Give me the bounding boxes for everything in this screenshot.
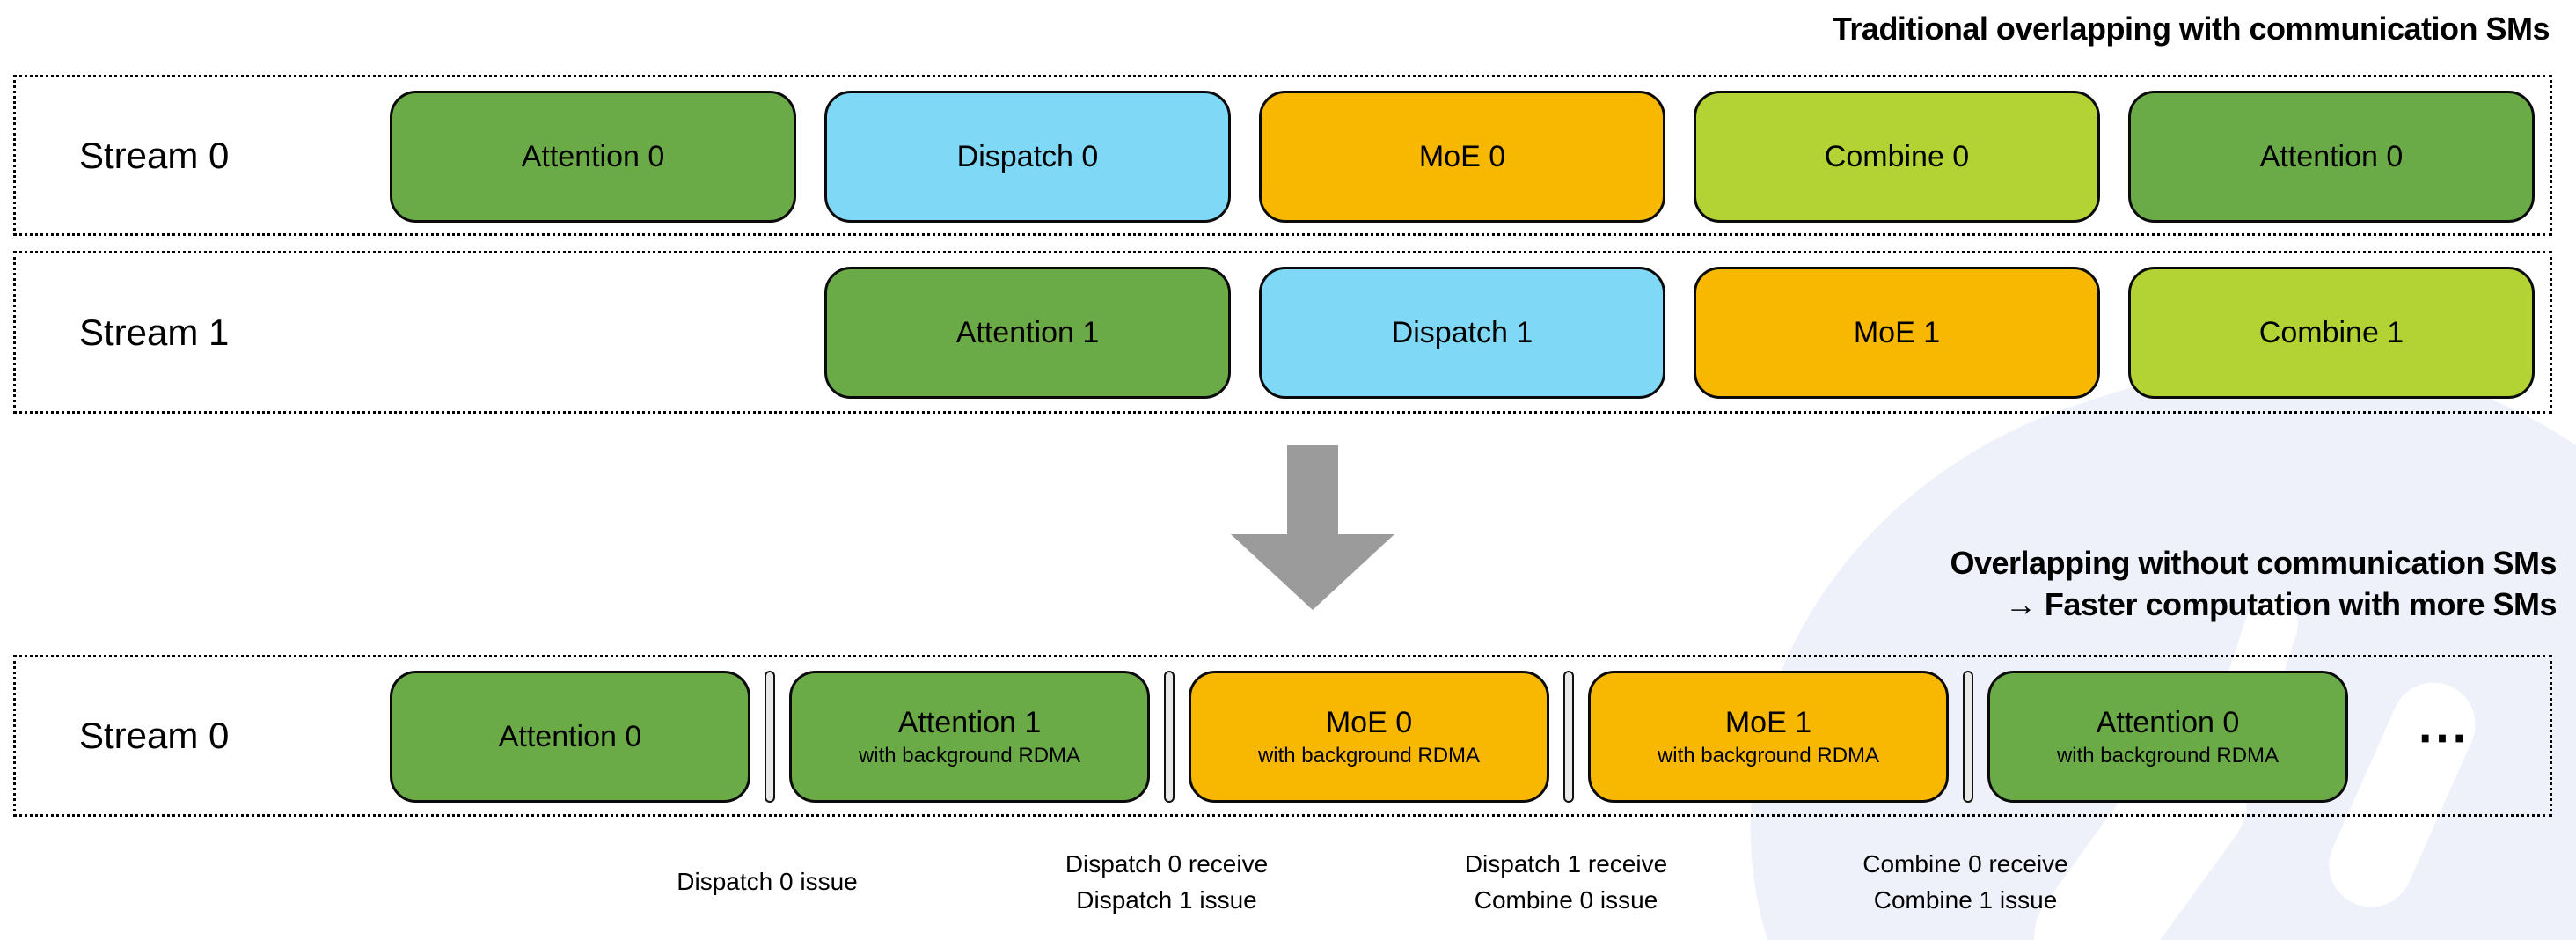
task-block-label: Combine 0 [1824, 139, 1970, 173]
task-block-label: Attention 0 [2259, 139, 2404, 173]
event-label-line: Combine 0 issue [1474, 885, 1658, 914]
task-block-subtitle: with background RDMA [1657, 744, 1880, 767]
stream-box-bottom: Stream 0 Attention 0 Attention 1 with ba… [13, 655, 2552, 817]
task-block-label: MoE 1 [1853, 315, 1941, 349]
bottom-section-title-line1: Overlapping without communication SMs [1950, 545, 2557, 581]
task-block-attention: Attention 1 with background RDMA [789, 671, 1150, 803]
sync-separator-bar [1563, 671, 1574, 803]
task-block-label: Combine 1 [2258, 315, 2404, 349]
task-block-subtitle: with background RDMA [858, 744, 1081, 767]
task-block-moe: MoE 1 [1694, 267, 2100, 399]
task-block-attention: Attention 0 with background RDMA [1987, 671, 2348, 803]
continuation-ellipsis: ⋯ [2417, 709, 2471, 766]
stream-box-top-0: Stream 0 Attention 0 Dispatch 0 MoE 0 Co… [13, 75, 2552, 236]
task-block-label: Attention 0 [498, 719, 642, 753]
sync-separator-bar [1963, 671, 1973, 803]
event-label: Combine 0 receive Combine 1 issue [1781, 836, 2150, 928]
task-block-combine: Combine 0 [1694, 91, 2100, 223]
task-block-label: MoE 1 [1724, 706, 1812, 739]
task-block-label: Attention 1 [955, 315, 1100, 349]
bottom-section-title-line2: → Faster computation with more SMs [2004, 586, 2558, 622]
task-block-label: Attention 0 [521, 139, 665, 173]
event-label: Dispatch 0 receive Dispatch 1 issue [982, 836, 1351, 928]
task-block-subtitle: with background RDMA [2056, 744, 2280, 767]
stream-label: Stream 0 [79, 134, 230, 176]
task-block-label: Dispatch 0 [956, 139, 1099, 173]
event-label-line: Dispatch 1 receive [1464, 849, 1668, 878]
down-arrow-icon [1287, 445, 1338, 536]
task-block-label: Attention 1 [897, 706, 1042, 739]
task-block-label: MoE 0 [1325, 706, 1413, 739]
task-block-combine: Combine 1 [2128, 267, 2535, 399]
event-label: Dispatch 0 issue [582, 836, 952, 928]
sync-separator-bar [1164, 671, 1175, 803]
event-label: Dispatch 1 receive Combine 0 issue [1381, 836, 1751, 928]
event-label-line: Dispatch 0 issue [677, 868, 858, 895]
sync-separator-bar [765, 671, 775, 803]
task-block-label: MoE 0 [1418, 139, 1506, 173]
event-label-line: Combine 1 issue [1873, 885, 2058, 914]
stream-box-top-1: Stream 1 Attention 1 Dispatch 1 MoE 1 Co… [13, 251, 2552, 414]
task-block-moe: MoE 0 [1259, 91, 1665, 223]
task-block-label: Dispatch 1 [1391, 315, 1533, 349]
task-block-dispatch: Dispatch 1 [1259, 267, 1665, 399]
task-block-attention: Attention 0 [2128, 91, 2535, 223]
task-block-moe: MoE 1 with background RDMA [1588, 671, 1949, 803]
task-block-moe: MoE 0 with background RDMA [1189, 671, 1549, 803]
task-block-dispatch: Dispatch 0 [824, 91, 1231, 223]
event-label-line: Dispatch 0 receive [1065, 849, 1269, 878]
stream-label: Stream 1 [79, 311, 230, 353]
down-arrow-head-icon [1231, 534, 1394, 610]
bottom-section-title: Overlapping without communication SMs → … [1950, 542, 2557, 625]
task-block-attention: Attention 0 [390, 671, 750, 803]
top-section-title: Traditional overlapping with communicati… [1832, 11, 2550, 47]
event-label-line: Combine 0 receive [1862, 849, 2068, 878]
task-block-attention: Attention 0 [390, 91, 796, 223]
task-block-attention: Attention 1 [824, 267, 1231, 399]
task-block-subtitle: with background RDMA [1257, 744, 1481, 767]
event-label-line: Dispatch 1 issue [1076, 885, 1257, 914]
task-block-label: Attention 0 [2096, 706, 2240, 739]
stream-label: Stream 0 [79, 715, 230, 756]
